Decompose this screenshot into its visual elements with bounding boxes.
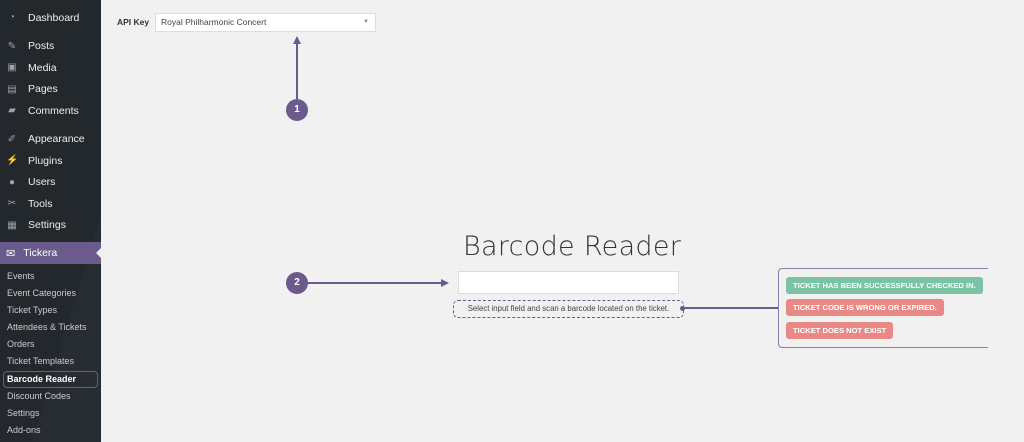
sidebar-item-tools[interactable]: ✂ Tools — [0, 193, 101, 215]
barcode-input[interactable] — [458, 271, 679, 294]
status-bracket — [778, 268, 988, 348]
sidebar-item-label: Pages — [28, 83, 58, 96]
sidebar-item-label: Appearance — [28, 133, 85, 146]
page-title: Barcode Reader — [463, 231, 682, 262]
submenu-attendees-tickets[interactable]: Attendees & Tickets — [7, 322, 87, 333]
sidebar-item-comments[interactable]: ▰ Comments — [0, 100, 101, 122]
annotation-line-2 — [307, 282, 442, 284]
ticket-icon: ✉ — [6, 247, 16, 260]
annotation-arrow-1 — [293, 36, 301, 44]
brush-icon: ✐ — [7, 133, 17, 145]
barcode-hint: Select input field and scan a barcode lo… — [453, 300, 684, 318]
plug-icon: ⚡ — [6, 155, 19, 167]
admin-sidebar: ◔ Dashboard ✎ Posts ▣ Media ▤ Pages ▰ Comment… — [0, 0, 101, 442]
submenu-barcode-reader[interactable]: Barcode Reader — [3, 370, 98, 388]
chevron-down-icon: ▼ — [363, 19, 369, 25]
sidebar-item-label: Posts — [28, 40, 55, 53]
submenu-orders[interactable]: Orders — [7, 339, 35, 350]
sidebar-item-label: Dashboard — [28, 11, 80, 24]
sidebar-item-label: Comments — [28, 104, 79, 117]
annotation-badge-2: 2 — [286, 272, 308, 294]
sidebar-item-settings[interactable]: ▦ Settings — [0, 215, 101, 237]
submenu-event-categories[interactable]: Event Categories — [7, 288, 77, 299]
sidebar-item-appearance[interactable]: ✐ Appearance — [0, 129, 101, 151]
dashboard-icon: ◔ — [8, 12, 16, 24]
submenu-ticket-types[interactable]: Ticket Types — [7, 305, 58, 316]
status-not-exist: TICKET DOES NOT EXIST — [786, 322, 894, 339]
sidebar-item-label: Media — [28, 61, 57, 74]
wrench-icon: ✂ — [7, 198, 17, 210]
sidebar-item-users[interactable]: ● Users — [0, 172, 101, 194]
connector-dot — [680, 306, 685, 311]
connector-line — [684, 307, 778, 309]
comment-icon: ▰ — [8, 105, 16, 117]
pin-icon: ✎ — [7, 40, 17, 52]
submenu-events[interactable]: Events — [7, 271, 35, 281]
annotation-arrow-2 — [441, 279, 449, 287]
api-key-label: API Key — [117, 17, 150, 27]
user-icon: ● — [8, 176, 16, 188]
submenu-add-ons[interactable]: Add-ons — [7, 424, 41, 435]
api-key-value: Royal Philharmonic Concert — [161, 17, 267, 27]
api-key-select[interactable]: Royal Philharmonic Concert ▼ — [155, 13, 376, 32]
sidebar-item-label: Users — [28, 176, 56, 189]
sidebar-item-plugins[interactable]: ⚡ Plugins — [0, 150, 101, 172]
sidebar-item-pages[interactable]: ▤ Pages — [0, 79, 101, 101]
submenu-ticket-templates[interactable]: Ticket Templates — [7, 356, 75, 367]
sidebar-item-label: Tools — [28, 197, 53, 210]
sidebar-item-posts[interactable]: ✎ Posts — [0, 36, 101, 58]
status-wrong-expired: TICKET CODE IS WRONG OR EXPIRED. — [786, 299, 944, 316]
sidebar-item-label: Settings — [28, 219, 66, 232]
settings-icon: ▦ — [7, 219, 17, 231]
status-checked-in: TICKET HAS BEEN SUCCESSFULLY CHECKED IN. — [786, 277, 983, 294]
annotation-line-1 — [296, 43, 298, 100]
annotation-badge-1: 1 — [286, 99, 308, 121]
media-icon: ▣ — [7, 62, 17, 74]
submenu-discount-codes[interactable]: Discount Codes — [7, 390, 71, 401]
sidebar-item-dashboard[interactable]: ◔ Dashboard — [0, 7, 101, 29]
sidebar-item-media[interactable]: ▣ Media — [0, 57, 101, 79]
sidebar-item-label: Tickera — [23, 247, 58, 259]
submenu-settings[interactable]: Settings — [7, 407, 40, 418]
pages-icon: ▤ — [7, 83, 17, 95]
sidebar-item-tickera[interactable]: ✉ Tickera — [0, 242, 101, 264]
sidebar-item-label: Plugins — [28, 154, 63, 167]
